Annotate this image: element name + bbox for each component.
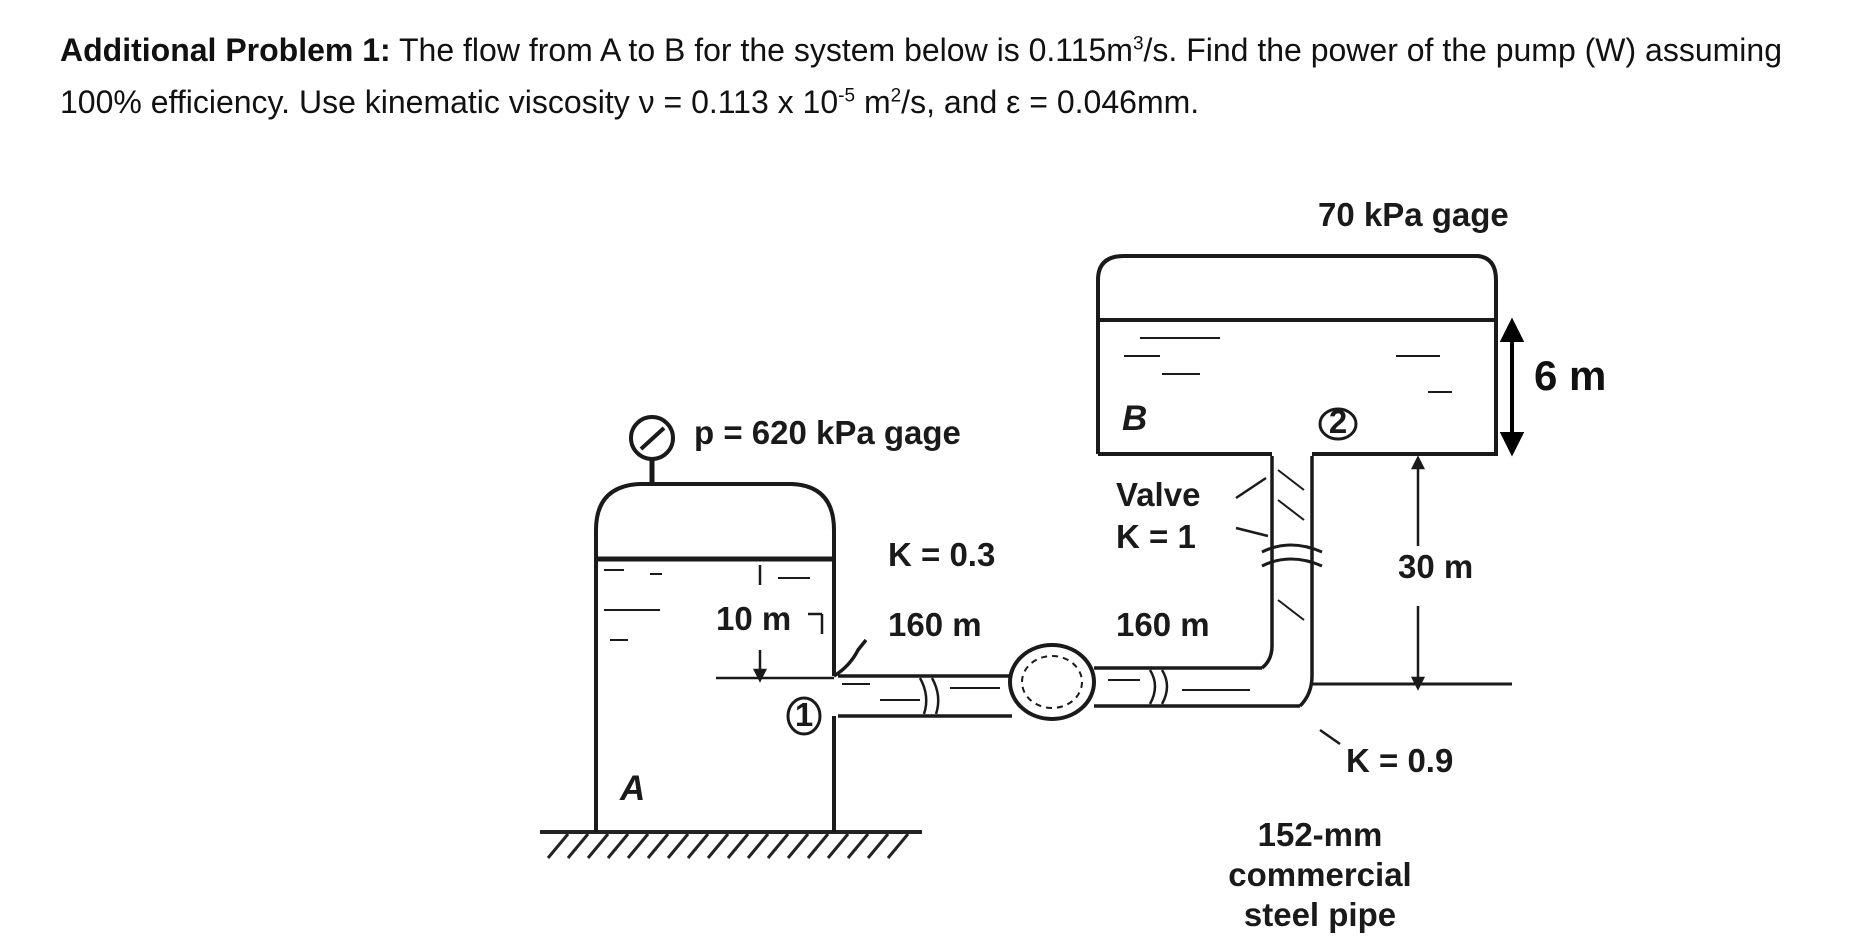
tank-b — [1096, 254, 1498, 456]
height-6m-label: 6 m — [1534, 352, 1606, 399]
viscosity-exponent: -5 — [838, 85, 856, 107]
elevation-30m-label: 30 m — [1398, 548, 1473, 585]
problem-text-4: /s, and ε = 0.046mm. — [901, 84, 1200, 120]
entrance-k-label: K = 0.3 — [888, 536, 995, 573]
discharge-pipe — [1094, 645, 1314, 708]
area-unit-exponent: 2 — [890, 85, 902, 107]
flow-unit-exponent: 3 — [1132, 33, 1144, 55]
pipe-material-label-1: commercial — [1228, 856, 1411, 893]
pipe-size-label: 152-mm — [1258, 816, 1383, 853]
point-1-label: 1 — [795, 696, 813, 733]
tank-b-label: B — [1122, 399, 1147, 438]
ground-hatch — [546, 833, 910, 859]
elbow-leader — [1319, 728, 1341, 746]
problem-text-3: m — [855, 84, 891, 120]
suction-pipe — [833, 638, 1012, 718]
elbow-k-label: K = 0.9 — [1346, 742, 1453, 779]
riser-pipe — [1261, 456, 1323, 676]
ground — [540, 830, 922, 859]
pipe-material-label-2: steel pipe — [1244, 896, 1396, 933]
tank-a — [594, 482, 836, 832]
pressure-gauge-icon — [629, 415, 675, 484]
elevation-dimension — [1312, 455, 1512, 691]
pump — [1008, 643, 1096, 721]
valve-label: Valve — [1116, 476, 1200, 513]
height-dimension-arrow — [1499, 317, 1525, 457]
top-pressure-label: 70 kPa gage — [1318, 196, 1509, 233]
depth-10m-label: 10 m — [716, 600, 791, 637]
length-left-label: 160 m — [888, 606, 982, 643]
point-2-marker: 2 — [1318, 403, 1358, 441]
point-1-marker: 1 — [786, 696, 822, 736]
problem-text-2: /s. Find the power of the pump (W) assum… — [60, 32, 1782, 120]
valve-k-label: K = 1 — [1116, 518, 1196, 555]
point-2-label: 2 — [1329, 403, 1347, 440]
problem-text-1: The flow from A to B for the system belo… — [390, 32, 1133, 68]
tank-a-pressure-label: p = 620 kPa gage — [694, 414, 961, 451]
problem-heading: Additional Problem 1: — [60, 32, 391, 68]
tank-a-label: A — [619, 769, 645, 808]
length-right-label: 160 m — [1116, 606, 1210, 643]
problem-statement: Additional Problem 1: The flow from A to… — [60, 24, 1820, 128]
depth-dimension — [716, 565, 834, 683]
valve-leader — [1235, 476, 1269, 538]
